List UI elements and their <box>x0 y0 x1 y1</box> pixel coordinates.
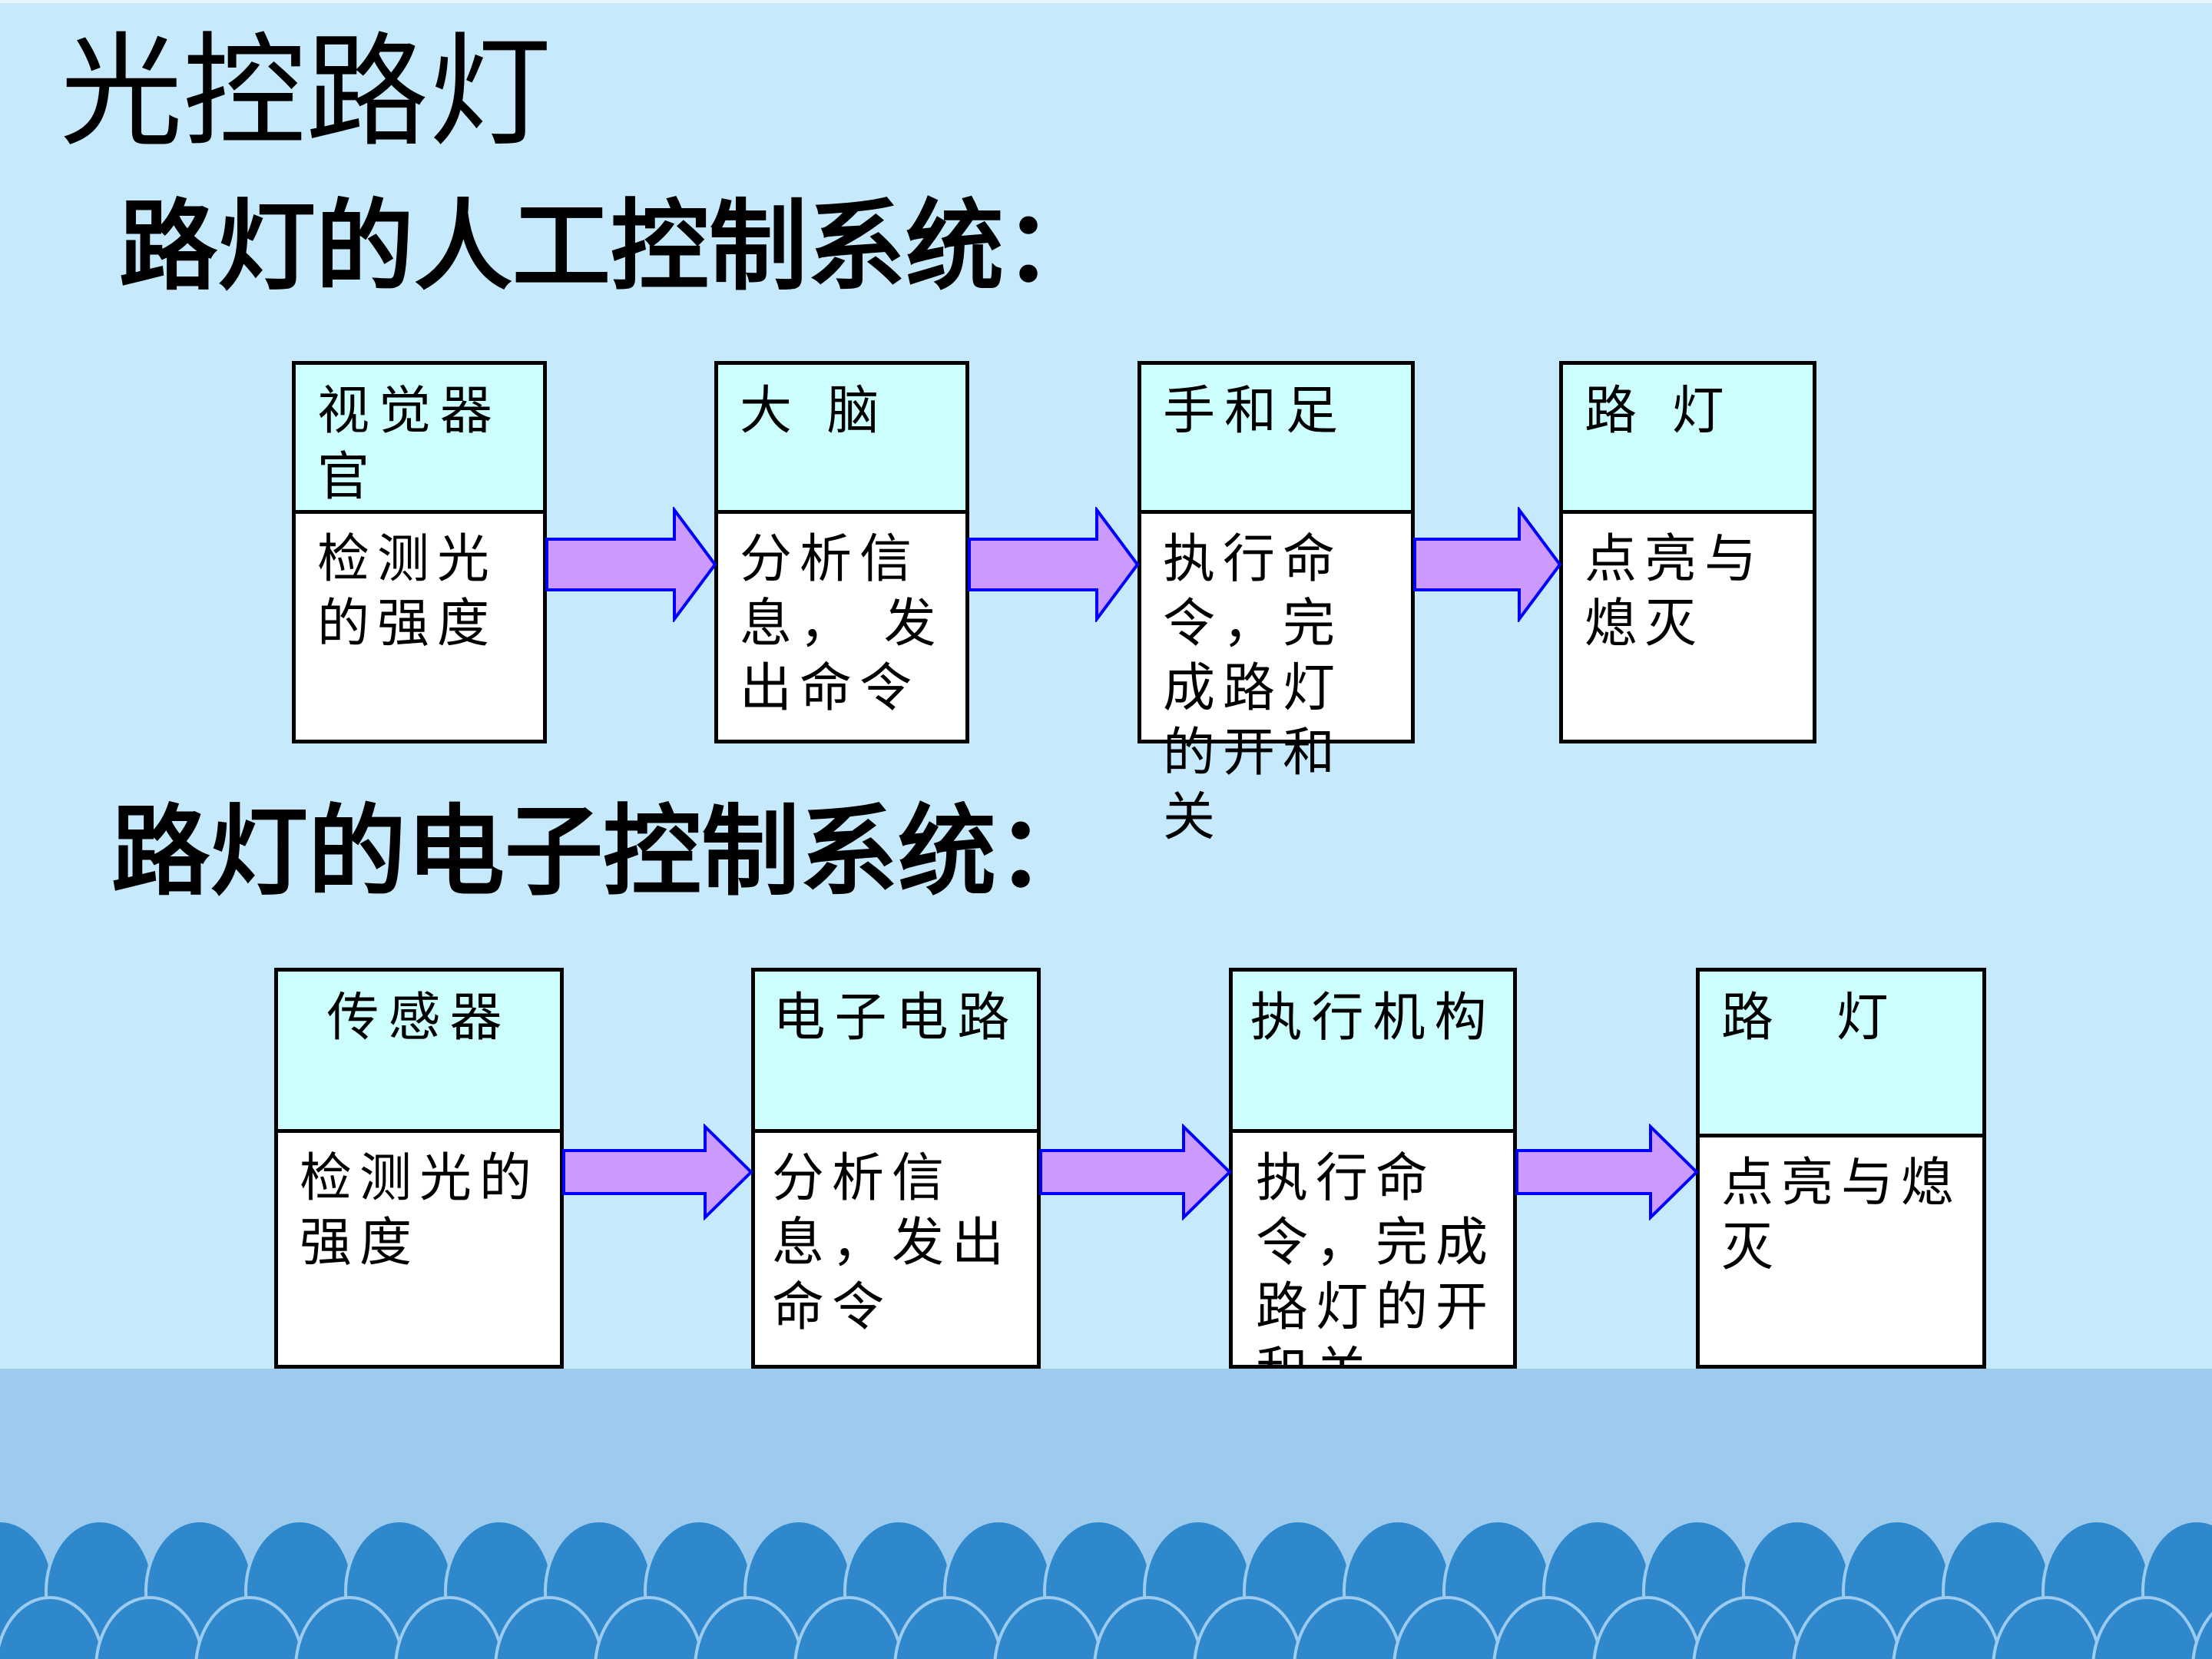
electronic-box-street-lamp: 路 灯 点亮与熄灭 <box>1696 968 1986 1369</box>
manual-box-head: 路 灯 <box>1563 365 1813 514</box>
wave-scallop <box>494 1596 604 1659</box>
wave-scallop <box>1992 1596 2102 1659</box>
page-title: 光控路灯 <box>60 20 552 164</box>
wave-scallop <box>2091 1596 2202 1659</box>
electronic-box-actuator: 执行机构 执行命令，完成路灯的开和关 <box>1229 968 1517 1402</box>
manual-box-street-lamp: 路 灯 点亮与熄灭 <box>1559 361 1816 743</box>
manual-arrow-1 <box>545 507 717 622</box>
top-rule <box>0 0 2212 3</box>
wave-scallop <box>94 1596 205 1659</box>
wave-scallop <box>1892 1596 2002 1659</box>
wave-scallop <box>1293 1596 1403 1659</box>
manual-box-body: 执行命令，完成路灯的开和关 <box>1163 529 1343 848</box>
manual-box-body: 检测光的强度 <box>317 529 498 654</box>
electronic-box-head: 传感器 <box>278 972 560 1133</box>
wave-scallop <box>1692 1596 1803 1659</box>
manual-box-brain: 大 脑 分析信息， 发出命令 <box>714 361 969 743</box>
electronic-box-head: 电子电路 <box>755 972 1037 1133</box>
wave-scallop <box>1592 1596 1703 1659</box>
electronic-arrow-1 <box>562 1124 753 1220</box>
electronic-box-sensor: 传感器 检测光的强度 <box>274 968 564 1369</box>
wave-scallop <box>1392 1596 1503 1659</box>
wave-scallop <box>1193 1596 1303 1659</box>
electronic-box-head: 路 灯 <box>1700 972 1982 1137</box>
manual-system-heading: 路灯的人工控制系统： <box>119 190 1103 304</box>
electronic-box-head: 执行机构 <box>1233 972 1513 1133</box>
electronic-system-heading: 路灯的电子控制系统： <box>111 795 1095 909</box>
electronic-box-body: 分析信息，发出命令 <box>772 1148 1012 1338</box>
wave-scallop <box>2191 1611 2212 1659</box>
wave-scallop <box>893 1596 1004 1659</box>
electronic-box-body: 执行命令，完成路灯的开和关 <box>1256 1148 1496 1402</box>
manual-box-head: 视觉器官 <box>296 365 543 514</box>
wave-scallop <box>1093 1596 1204 1659</box>
manual-arrow-3 <box>1413 507 1562 622</box>
manual-box-head: 大 脑 <box>718 365 965 514</box>
wave-scallop <box>793 1596 904 1659</box>
wave-scallop <box>0 1596 105 1659</box>
electronic-arrow-2 <box>1039 1124 1232 1220</box>
manual-box-visual-organ: 视觉器官 检测光的强度 <box>292 361 547 743</box>
manual-box-head: 手和足 <box>1141 365 1411 514</box>
wave-scallop <box>394 1596 505 1659</box>
manual-box-body: 分析信息， 发出命令 <box>740 529 944 719</box>
wave-scallop <box>1792 1596 1902 1659</box>
wave-scallop <box>694 1596 804 1659</box>
electronic-box-body: 点亮与熄灭 <box>1721 1153 1962 1278</box>
manual-arrow-2 <box>968 507 1140 622</box>
wave-scallop <box>993 1596 1104 1659</box>
wave-scallop <box>594 1596 704 1659</box>
manual-box-body: 点亮与熄灭 <box>1584 529 1765 654</box>
wave-decoration <box>0 1519 2212 1659</box>
electronic-box-body: 检测光的强度 <box>300 1148 540 1273</box>
manual-box-hands-feet: 手和足 执行命令，完成路灯的开和关 <box>1137 361 1415 848</box>
wave-scallop <box>194 1596 305 1659</box>
electronic-box-circuit: 电子电路 分析信息，发出命令 <box>751 968 1041 1369</box>
electronic-arrow-3 <box>1515 1124 1699 1220</box>
wave-scallop <box>1492 1596 1603 1659</box>
wave-scallop <box>294 1596 405 1659</box>
